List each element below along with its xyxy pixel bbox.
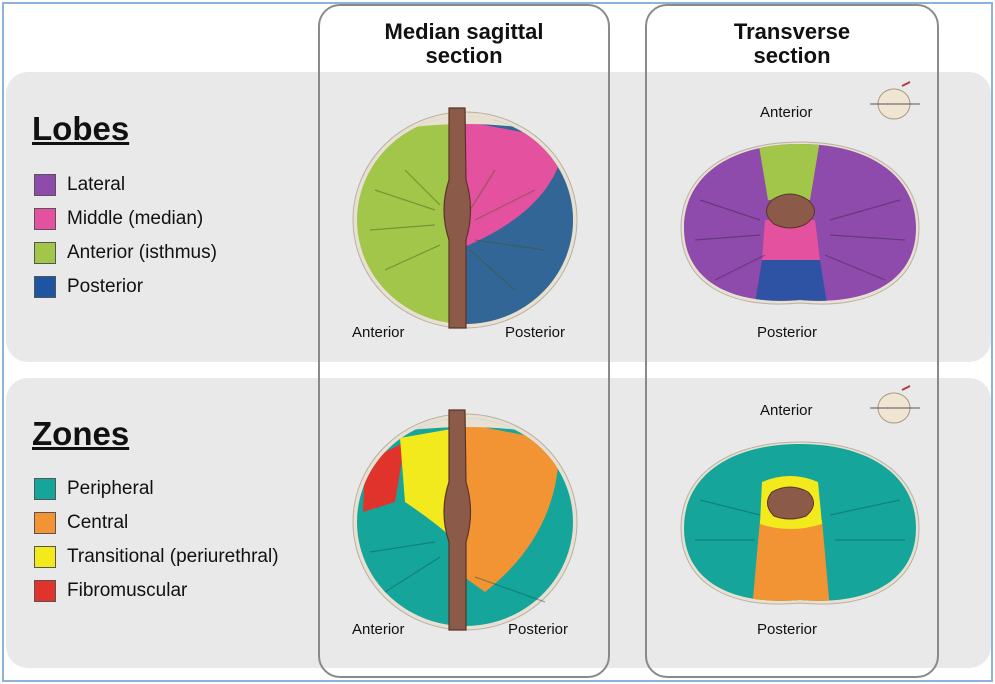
transverse-column: Transverse section bbox=[645, 4, 939, 678]
lobes-legend: Lateral Middle (median) Anterior (isthmu… bbox=[34, 168, 217, 304]
transverse-zones-diagram bbox=[680, 441, 920, 605]
posterior-swatch bbox=[34, 276, 56, 298]
peripheral-swatch bbox=[34, 478, 56, 500]
legend-item-transitional: Transitional (periurethral) bbox=[34, 540, 279, 574]
legend-item-fibromuscular: Fibromuscular bbox=[34, 574, 279, 608]
sagittal-title: Median sagittal section bbox=[384, 19, 544, 68]
orientation-thumbnail-icon bbox=[870, 385, 920, 424]
transverse-lobes-diagram bbox=[680, 141, 920, 305]
fibromuscular-swatch bbox=[34, 580, 56, 602]
legend-label: Fibromuscular bbox=[67, 580, 188, 601]
sagittal-zones-anterior-label: Anterior bbox=[352, 621, 405, 638]
transitional-swatch bbox=[34, 546, 56, 568]
lateral-swatch bbox=[34, 174, 56, 196]
legend-item-middle: Middle (median) bbox=[34, 202, 217, 236]
legend-label: Transitional (periurethral) bbox=[67, 546, 279, 567]
legend-label: Central bbox=[67, 512, 129, 533]
legend-item-lateral: Lateral bbox=[34, 168, 217, 202]
legend-item-central: Central bbox=[34, 506, 279, 540]
legend-label: Posterior bbox=[67, 276, 144, 297]
transverse-title: Transverse section bbox=[733, 19, 851, 68]
legend-label: Lateral bbox=[67, 174, 126, 195]
sagittal-column: Median sagittal section bbox=[318, 4, 610, 678]
orientation-thumbnail-icon bbox=[870, 81, 920, 120]
anterior-swatch bbox=[34, 242, 56, 264]
sagittal-zones-posterior-label: Posterior bbox=[508, 621, 569, 638]
lobes-heading: Lobes bbox=[32, 110, 130, 147]
transverse-lobes-posterior-label: Posterior bbox=[757, 324, 818, 341]
sagittal-lobes-anterior-label: Anterior bbox=[352, 324, 405, 341]
transverse-zones-anterior-label: Anterior bbox=[760, 402, 813, 419]
zones-heading: Zones bbox=[32, 415, 130, 452]
legend-label: Anterior (isthmus) bbox=[67, 242, 217, 263]
urethra-cross-section bbox=[767, 486, 814, 520]
legend-item-posterior: Posterior bbox=[34, 270, 217, 304]
legend-label: Peripheral bbox=[67, 478, 154, 499]
transverse-zones-posterior-label: Posterior bbox=[757, 621, 818, 638]
central-swatch bbox=[34, 512, 56, 534]
legend-item-anterior: Anterior (isthmus) bbox=[34, 236, 217, 270]
sagittal-lobes-diagram bbox=[352, 107, 578, 329]
middle-swatch bbox=[34, 208, 56, 230]
urethra bbox=[443, 107, 472, 329]
legend-item-peripheral: Peripheral bbox=[34, 472, 279, 506]
zones-legend: Peripheral Central Transitional (periure… bbox=[34, 472, 279, 608]
transverse-lobes-anterior-label: Anterior bbox=[760, 104, 813, 121]
urethra bbox=[443, 409, 472, 631]
sagittal-zones-diagram bbox=[352, 409, 578, 631]
sagittal-lobes-posterior-label: Posterior bbox=[505, 324, 566, 341]
legend-label: Middle (median) bbox=[67, 208, 204, 229]
urethra-cross-section bbox=[766, 193, 815, 229]
